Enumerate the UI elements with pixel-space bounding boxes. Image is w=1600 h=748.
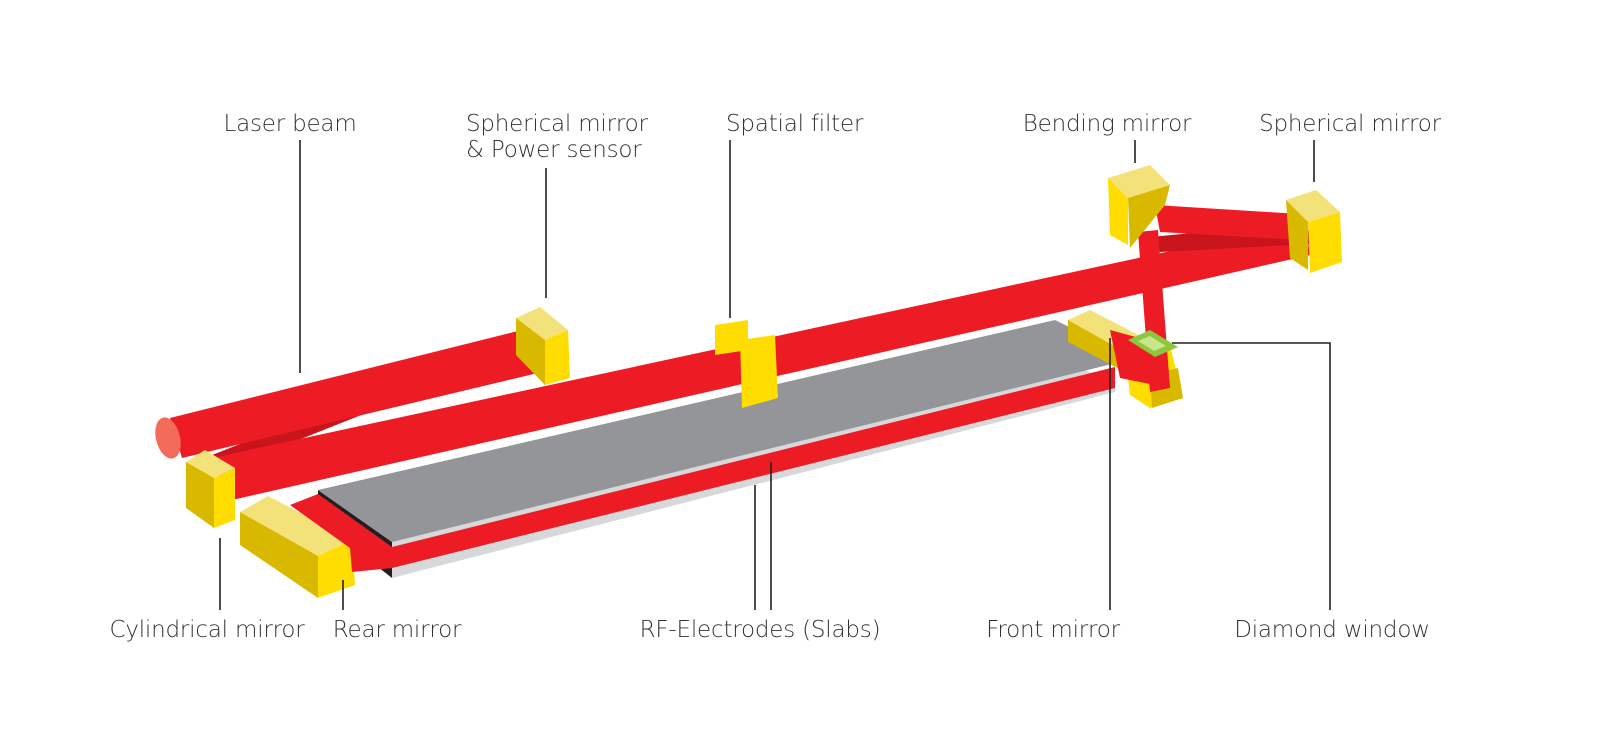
sps-side xyxy=(516,318,545,385)
diamond-window xyxy=(1128,330,1178,357)
discharge-gap xyxy=(392,367,1115,568)
labels: Laser beam Spherical mirror & Power sens… xyxy=(109,111,1441,643)
leader-diamond-window xyxy=(1172,342,1331,610)
sps-top xyxy=(516,307,568,340)
rear-mirror xyxy=(240,494,392,598)
label-spatial-filter: Spatial filter xyxy=(726,111,864,137)
bending-mirror xyxy=(1108,165,1170,248)
label-rear-mirror: Rear mirror xyxy=(333,617,462,643)
spherical-mirror-right xyxy=(1286,190,1342,273)
label-laser-beam: Laser beam xyxy=(223,111,356,137)
label-spherical-mirror: Spherical mirror xyxy=(1259,111,1441,137)
filter-back xyxy=(715,320,748,355)
rear-mirror-side xyxy=(240,512,318,598)
leader-lines xyxy=(219,140,1331,610)
bend-side xyxy=(1128,185,1170,248)
sps-front xyxy=(545,330,570,385)
bend-front xyxy=(1108,178,1128,245)
label-rf-electrodes: RF-Electrodes (Slabs) xyxy=(640,617,881,643)
rf-electrodes xyxy=(318,320,1120,578)
rear-beam-stub xyxy=(290,494,392,572)
cyl-mirror-side xyxy=(186,462,214,528)
bend-top xyxy=(1108,165,1170,198)
beam-output xyxy=(170,328,542,458)
label-diamond-window: Diamond window xyxy=(1234,617,1430,643)
rear-mirror-front xyxy=(318,540,355,598)
beam-end-cap xyxy=(155,417,181,459)
beam-upper-right xyxy=(1155,205,1302,240)
filter-front xyxy=(740,335,778,408)
cyl-mirror-top xyxy=(186,450,235,478)
label-bending-mirror: Bending mirror xyxy=(1023,111,1192,137)
label-cylindrical-mirror: Cylindrical mirror xyxy=(109,617,305,643)
label-sps-line1: Spherical mirror xyxy=(466,111,648,137)
spatial-filter xyxy=(715,320,778,408)
rear-mirror-top xyxy=(240,496,352,556)
cyl-mirror-front xyxy=(214,468,235,528)
sph-side xyxy=(1286,200,1308,270)
sph-top xyxy=(1286,190,1340,222)
spherical-mirror-power-sensor xyxy=(516,307,570,385)
cylindrical-mirror xyxy=(186,450,235,528)
label-sps-line2: & Power sensor xyxy=(466,137,642,163)
label-front-mirror: Front mirror xyxy=(986,617,1121,643)
sph-front xyxy=(1308,212,1342,273)
electrode-upper-slab xyxy=(318,320,1120,542)
window-inner xyxy=(1138,336,1166,351)
